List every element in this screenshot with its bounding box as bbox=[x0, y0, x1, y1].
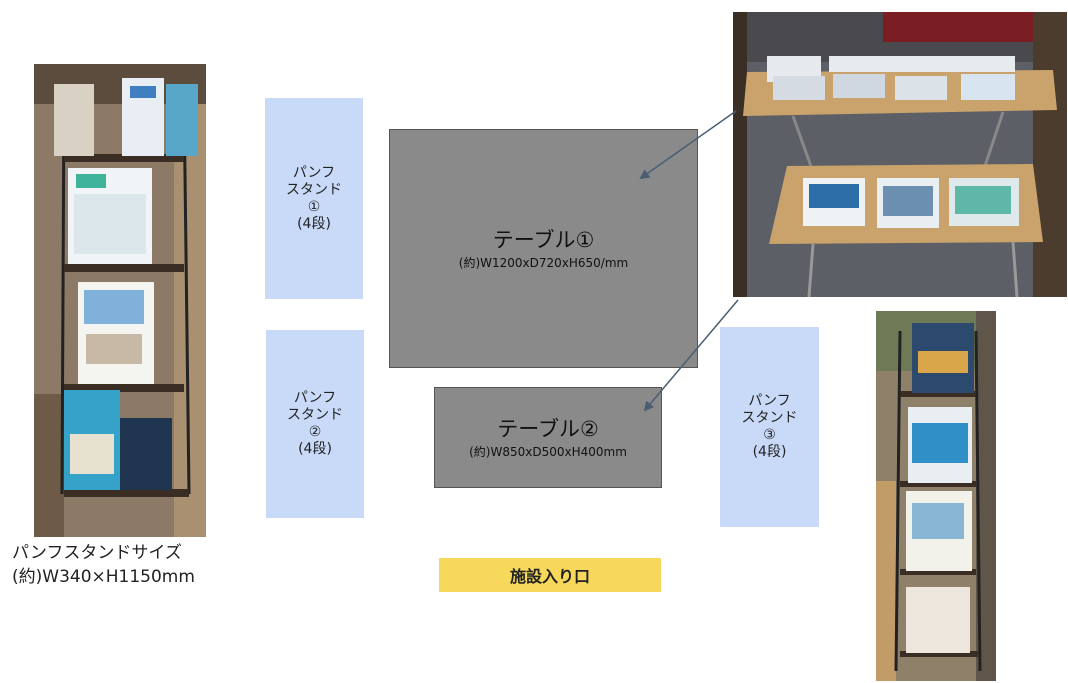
stand-size-title: パンフスタンドサイズ bbox=[12, 543, 182, 563]
stand-1-line-2: スタンド bbox=[286, 181, 342, 198]
pamphlet-stand-2: パンフ スタンド ② (4段) bbox=[266, 330, 364, 518]
stand-2-line-4: (4段) bbox=[298, 441, 332, 457]
facility-entrance: 施設入り口 bbox=[439, 558, 661, 592]
pamphlet-stand-1: パンフ スタンド ① (4段) bbox=[265, 98, 363, 299]
table-1: テーブル① (約)W1200xD720xH650/mm bbox=[389, 129, 698, 368]
stand-3-line-1: パンフ bbox=[748, 393, 791, 409]
stand-2-line-1: パンフ bbox=[293, 390, 337, 406]
stand-3-line-4: (4段) bbox=[752, 444, 787, 460]
arrow-to-table-1 bbox=[639, 110, 737, 180]
table-1-name: テーブル① bbox=[492, 227, 595, 252]
pamphlet-stand-photo-right bbox=[876, 311, 996, 681]
table-2-dimensions: (約)W850xD500xH400mm bbox=[469, 444, 627, 459]
stand-3-line-3: ③ bbox=[763, 427, 776, 443]
stand-1-line-1: パンフ bbox=[292, 164, 336, 181]
arrow-to-table-2 bbox=[643, 299, 739, 412]
stand-size-dimensions: (約)W340×H1150mm bbox=[12, 567, 195, 587]
table-2: テーブル② (約)W850xD500xH400mm bbox=[434, 387, 662, 488]
stand-1-line-3: ① bbox=[307, 198, 321, 215]
table-1-dimensions: (約)W1200xD720xH650/mm bbox=[458, 255, 629, 270]
tables-photo bbox=[733, 12, 1067, 297]
stand-2-line-3: ② bbox=[308, 424, 322, 440]
stand-1-line-4: (4段) bbox=[297, 215, 331, 232]
stand-3-line-2: スタンド bbox=[741, 410, 798, 426]
pamphlet-stand-3: パンフ スタンド ③ (4段) bbox=[720, 327, 819, 527]
table-2-name: テーブル② bbox=[497, 416, 599, 441]
entrance-label: 施設入り口 bbox=[509, 567, 590, 586]
pamphlet-stand-photo-left bbox=[34, 64, 206, 537]
stand-2-line-2: スタンド bbox=[287, 407, 343, 423]
